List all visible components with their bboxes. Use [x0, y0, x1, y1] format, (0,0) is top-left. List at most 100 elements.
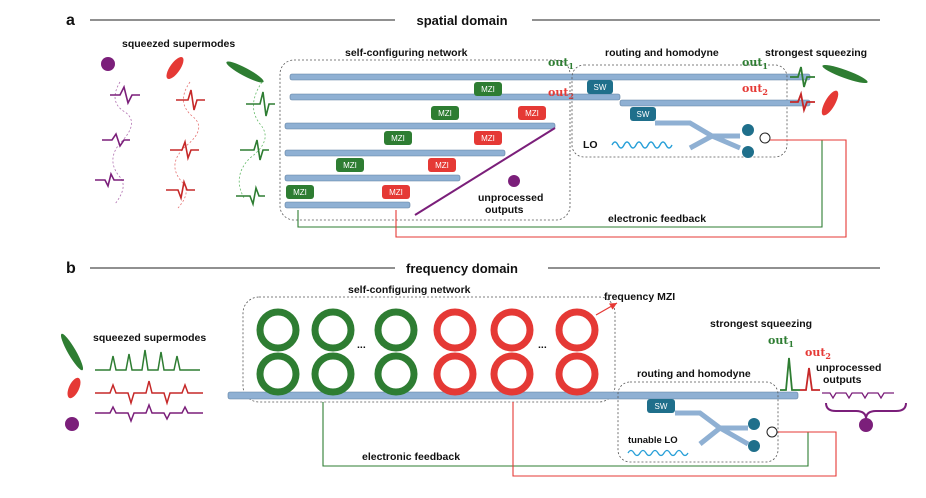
- a-network-box: [279, 59, 571, 221]
- a-mzi-red-1[interactable]: MZI: [518, 106, 546, 120]
- a-mzi-green-4-label: MZI: [343, 161, 357, 170]
- a-squeezed-state-red: [166, 56, 184, 80]
- a-switch-2[interactable]: SW: [630, 107, 656, 121]
- a-squeezed-state-green: [226, 61, 264, 83]
- a-mzi-red-3-label: MZI: [435, 161, 449, 170]
- b-squeezed-state-red: [67, 377, 81, 399]
- a-out2-right: out2: [742, 82, 768, 97]
- a-photodiode-2: [742, 146, 754, 158]
- a-unprocessed-label-2: outputs: [485, 204, 524, 216]
- a-waveguide-4: [284, 149, 506, 157]
- a-lo-label: LO: [583, 139, 598, 151]
- b-frequency-mzi-label: frequency MZI: [604, 291, 675, 303]
- b-lo-wave: [627, 449, 689, 457]
- b-switch[interactable]: SW: [647, 399, 675, 413]
- b-supermode-trace-purple: [95, 402, 203, 424]
- panel-b: b frequency domain squeezed supermodes s…: [60, 260, 907, 477]
- b-ring-red-1[interactable]: [433, 308, 477, 352]
- b-routing-box: [617, 381, 779, 463]
- b-ellipsis-green: ...: [357, 339, 366, 351]
- panel-a-letter: a: [66, 12, 75, 29]
- b-ring-green-2[interactable]: [256, 352, 300, 396]
- a-network-label: self-configuring network: [345, 47, 468, 59]
- a-strongest-squeezing-label: strongest squeezing: [765, 47, 867, 59]
- b-unprocessed-brace: [825, 402, 907, 420]
- a-mzi-green-4[interactable]: MZI: [336, 158, 364, 172]
- b-squeezed-state-green: [60, 333, 84, 371]
- b-frequency-mzi-arrow: [595, 302, 618, 316]
- a-mzi-green-3-label: MZI: [391, 134, 405, 143]
- panel-a-title: spatial domain: [416, 13, 507, 28]
- b-ring-red-6[interactable]: [555, 352, 599, 396]
- a-out2-trace: [790, 90, 815, 114]
- a-electronic-feedback-label: electronic feedback: [608, 213, 706, 225]
- b-tunable-lo-label: tunable LO: [628, 435, 678, 446]
- a-vacuum-state-purple: [101, 57, 115, 71]
- b-supermode-trace-red: [95, 380, 203, 406]
- panel-b-title: frequency domain: [406, 261, 518, 276]
- b-ring-red-4[interactable]: [490, 352, 534, 396]
- b-ring-red-2[interactable]: [433, 352, 477, 396]
- b-rings-green: [256, 308, 418, 396]
- a-switch-1[interactable]: SW: [587, 80, 613, 94]
- a-mzi-red-2-label: MZI: [481, 134, 495, 143]
- a-routing-box: [571, 64, 788, 158]
- b-ring-green-3[interactable]: [311, 308, 355, 352]
- a-unprocessed-label-1: unprocessed: [478, 192, 543, 204]
- a-routing-label: routing and homodyne: [605, 47, 719, 59]
- a-mzi-red-2[interactable]: MZI: [474, 131, 502, 145]
- a-supermode-trace-green: [236, 91, 275, 207]
- a-photodiode-1: [742, 124, 754, 136]
- b-ellipsis-red: ...: [538, 339, 547, 351]
- a-unprocessed-bracket: [414, 127, 556, 216]
- b-ring-red-3[interactable]: [490, 308, 534, 352]
- b-unprocessed-label-2: outputs: [823, 374, 862, 386]
- b-unprocessed-state-purple: [859, 418, 873, 432]
- a-out1-left: out1: [548, 56, 574, 71]
- a-mzi-green-2[interactable]: MZI: [431, 106, 459, 120]
- a-mzi-green-1[interactable]: MZI: [474, 82, 502, 96]
- b-out1: out1: [768, 334, 794, 349]
- a-out1-trace: [790, 66, 815, 88]
- b-ring-green-4[interactable]: [311, 352, 355, 396]
- b-out2-trace: [800, 367, 820, 391]
- a-out2-ellipse: [821, 90, 839, 116]
- b-out2: out2: [805, 346, 831, 361]
- a-supermode-trace-purple: [95, 84, 140, 189]
- b-ring-red-5[interactable]: [555, 308, 599, 352]
- panel-b-letter: b: [66, 260, 76, 277]
- a-mzi-red-4-label: MZI: [389, 188, 403, 197]
- b-squeezed-supermodes-label: squeezed supermodes: [93, 332, 206, 344]
- a-out1-right: out1: [742, 56, 768, 71]
- a-waveguide-out2: [619, 99, 811, 107]
- a-out2-left: out2: [548, 86, 574, 101]
- b-rings-red: [433, 308, 599, 396]
- a-unprocessed-state-purple: [508, 175, 520, 187]
- b-routing-label: routing and homodyne: [637, 368, 751, 380]
- a-supermode-envelope-purple: [112, 81, 132, 205]
- a-waveguide-1: [289, 73, 811, 81]
- b-feedback-red: [512, 402, 837, 477]
- a-mzi-green-3[interactable]: MZI: [384, 131, 412, 145]
- b-out1-trace: [780, 357, 800, 391]
- a-subtractor-icon: [759, 132, 771, 144]
- a-mzi-red-3[interactable]: MZI: [428, 158, 456, 172]
- b-ring-green-6[interactable]: [374, 352, 418, 396]
- b-network-label: self-configuring network: [348, 284, 471, 296]
- b-ring-green-1[interactable]: [256, 308, 300, 352]
- a-lo-wave: [611, 141, 673, 149]
- b-unprocessed-label-1: unprocessed: [816, 362, 881, 374]
- a-mzi-red-4[interactable]: MZI: [382, 185, 410, 199]
- b-photodiode-2: [748, 440, 760, 452]
- b-vacuum-state-purple: [65, 417, 79, 431]
- b-homodyne-coupler: [675, 410, 750, 447]
- a-supermode-trace-red: [166, 89, 205, 201]
- a-feedback-red: [395, 139, 847, 238]
- b-electronic-feedback-label: electronic feedback: [362, 451, 460, 463]
- b-ring-green-5[interactable]: [374, 308, 418, 352]
- a-mzi-green-5[interactable]: MZI: [286, 185, 314, 199]
- a-homodyne-coupler: [655, 120, 741, 151]
- b-supermode-trace-green: [95, 349, 200, 371]
- b-switch-label: SW: [655, 402, 668, 411]
